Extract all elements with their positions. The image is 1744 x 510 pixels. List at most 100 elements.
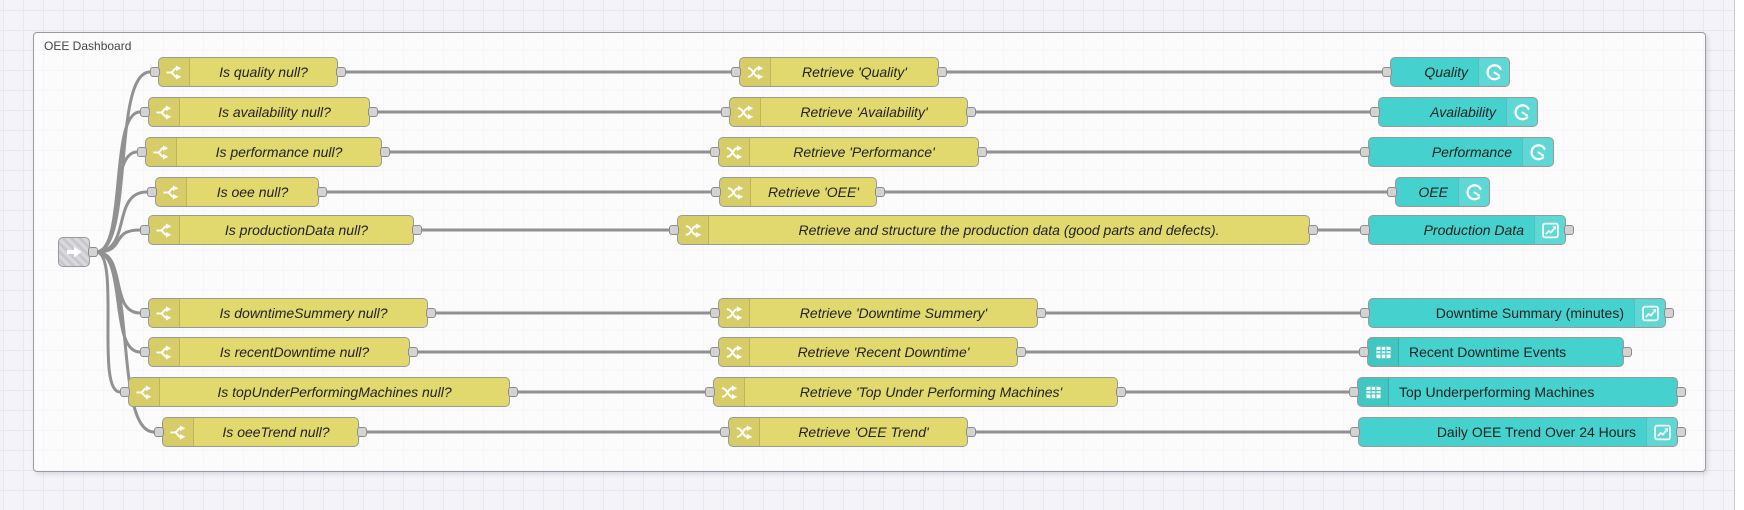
change-node-availability[interactable]: Retrieve 'Availability' bbox=[721, 97, 976, 127]
node-label: Is productionData null? bbox=[224, 222, 369, 238]
output-port[interactable] bbox=[380, 147, 390, 157]
output-port[interactable] bbox=[1676, 427, 1686, 437]
gauge-node-availability[interactable]: Availability bbox=[1370, 97, 1538, 127]
chart-node-production-data[interactable]: Production Data bbox=[1360, 215, 1574, 245]
node-label: Is recentDowntime null? bbox=[219, 344, 370, 360]
input-port[interactable] bbox=[710, 308, 720, 318]
table-node-recent-downtime[interactable]: Recent Downtime Events bbox=[1359, 337, 1632, 367]
chart-node-oee-trend[interactable]: Daily OEE Trend Over 24 Hours bbox=[1350, 417, 1686, 447]
output-port[interactable] bbox=[412, 225, 422, 235]
node-label: Retrieve 'Downtime Summery' bbox=[799, 305, 988, 321]
input-port[interactable] bbox=[1370, 107, 1380, 117]
input-port[interactable] bbox=[1360, 308, 1370, 318]
input-port[interactable] bbox=[711, 187, 721, 197]
output-port[interactable] bbox=[1676, 387, 1686, 397]
chart-node-downtime-summary[interactable]: Downtime Summary (minutes) bbox=[1360, 298, 1674, 328]
node-label: Top Underperforming Machines bbox=[1399, 384, 1595, 400]
wire bbox=[94, 250, 122, 394]
switch-node-availability[interactable]: Is availability null? bbox=[140, 97, 378, 127]
change-node-oee-trend[interactable]: Retrieve 'OEE Trend' bbox=[720, 417, 976, 447]
input-port[interactable] bbox=[731, 67, 741, 77]
switch-icon bbox=[159, 58, 190, 86]
input-port[interactable] bbox=[1382, 67, 1392, 77]
output-port[interactable] bbox=[408, 347, 418, 357]
input-port[interactable] bbox=[150, 67, 160, 77]
input-port[interactable] bbox=[154, 427, 164, 437]
table-icon bbox=[1358, 378, 1389, 406]
gauge-node-quality[interactable]: Quality bbox=[1382, 57, 1510, 87]
output-port[interactable] bbox=[966, 107, 976, 117]
output-port[interactable] bbox=[368, 107, 378, 117]
switch-node-quality[interactable]: Is quality null? bbox=[150, 57, 346, 87]
output-port[interactable] bbox=[977, 147, 987, 157]
change-node-performance[interactable]: Retrieve 'Performance' bbox=[710, 137, 987, 167]
input-port[interactable] bbox=[1350, 427, 1360, 437]
input-port[interactable] bbox=[1359, 347, 1369, 357]
output-port[interactable] bbox=[508, 387, 518, 397]
change-node-production-data[interactable]: Retrieve and structure the production da… bbox=[669, 215, 1318, 245]
change-node-downtime-summary[interactable]: Retrieve 'Downtime Summery' bbox=[710, 298, 1046, 328]
input-port[interactable] bbox=[721, 107, 731, 117]
output-port[interactable] bbox=[1622, 347, 1632, 357]
output-port[interactable] bbox=[1664, 308, 1674, 318]
vertical-scrollbar[interactable] bbox=[1734, 0, 1744, 510]
input-port[interactable] bbox=[669, 225, 679, 235]
input-port[interactable] bbox=[1349, 387, 1359, 397]
output-port[interactable] bbox=[317, 187, 327, 197]
output-port[interactable] bbox=[875, 187, 885, 197]
switch-node-oee[interactable]: Is oee null? bbox=[147, 177, 327, 207]
node-label: Is oee null? bbox=[216, 184, 289, 200]
output-port[interactable] bbox=[1308, 225, 1318, 235]
input-port[interactable] bbox=[147, 187, 157, 197]
output-port[interactable] bbox=[1116, 387, 1126, 397]
switch-icon bbox=[129, 378, 160, 406]
table-node-top-machines[interactable]: Top Underperforming Machines bbox=[1349, 377, 1686, 407]
gauge-icon bbox=[1458, 178, 1489, 206]
output-port[interactable] bbox=[357, 427, 367, 437]
input-port[interactable] bbox=[120, 387, 130, 397]
input-port[interactable] bbox=[710, 347, 720, 357]
output-port[interactable] bbox=[1564, 225, 1574, 235]
input-port[interactable] bbox=[140, 347, 150, 357]
change-icon bbox=[719, 338, 750, 366]
switch-node-performance[interactable]: Is performance null? bbox=[137, 137, 390, 167]
gauge-node-performance[interactable]: Performance bbox=[1360, 137, 1554, 167]
input-port[interactable] bbox=[140, 107, 150, 117]
switch-node-oee-trend[interactable]: Is oeeTrend null? bbox=[154, 417, 367, 447]
wire bbox=[94, 228, 142, 254]
input-port[interactable] bbox=[140, 308, 150, 318]
input-port[interactable] bbox=[140, 225, 150, 235]
switch-node-production-data[interactable]: Is productionData null? bbox=[140, 215, 422, 245]
output-port[interactable] bbox=[426, 308, 436, 318]
input-port[interactable] bbox=[1387, 187, 1397, 197]
change-node-top-machines[interactable]: Retrieve 'Top Under Performing Machines' bbox=[705, 377, 1126, 407]
change-node-recent-downtime[interactable]: Retrieve 'Recent Downtime' bbox=[710, 337, 1026, 367]
input-port[interactable] bbox=[705, 387, 715, 397]
switch-node-recent-downtime[interactable]: Is recentDowntime null? bbox=[140, 337, 418, 367]
table-icon bbox=[1368, 338, 1399, 366]
output-port[interactable] bbox=[937, 67, 947, 77]
change-node-quality[interactable]: Retrieve 'Quality' bbox=[731, 57, 947, 87]
switch-node-top-machines[interactable]: Is topUnderPerformingMachines null? bbox=[120, 377, 518, 407]
output-port[interactable] bbox=[1036, 308, 1046, 318]
link-in-node[interactable] bbox=[58, 237, 98, 267]
output-port[interactable] bbox=[336, 67, 346, 77]
output-port[interactable] bbox=[88, 247, 98, 257]
input-port[interactable] bbox=[1360, 147, 1370, 157]
change-node-oee[interactable]: Retrieve 'OEE' bbox=[711, 177, 885, 207]
change-icon bbox=[729, 418, 760, 446]
input-port[interactable] bbox=[1360, 225, 1370, 235]
input-port[interactable] bbox=[137, 147, 147, 157]
node-label: Downtime Summary (minutes) bbox=[1435, 305, 1624, 321]
gauge-node-oee[interactable]: OEE bbox=[1387, 177, 1490, 207]
switch-node-downtime-summary[interactable]: Is downtimeSummery null? bbox=[140, 298, 436, 328]
node-label: Is performance null? bbox=[215, 144, 343, 160]
output-port[interactable] bbox=[966, 427, 976, 437]
input-port[interactable] bbox=[720, 427, 730, 437]
node-label: Production Data bbox=[1423, 222, 1524, 238]
chart-icon bbox=[1534, 216, 1565, 244]
node-label: Availability bbox=[1430, 104, 1496, 120]
output-port[interactable] bbox=[1016, 347, 1026, 357]
input-port[interactable] bbox=[710, 147, 720, 157]
